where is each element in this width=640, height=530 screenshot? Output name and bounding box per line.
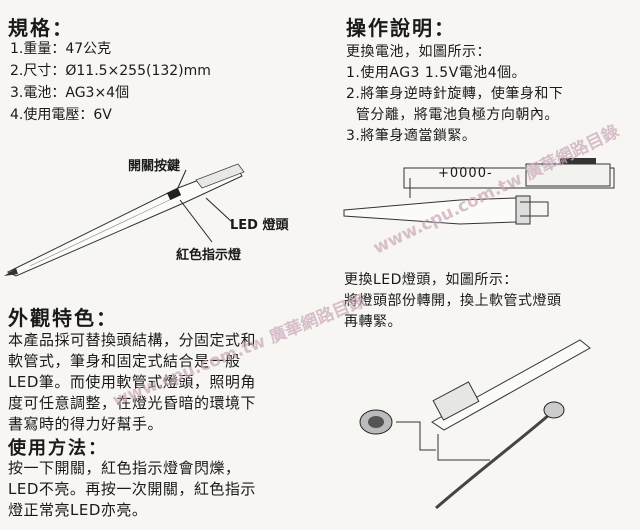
- text-line: 按一下開關，紅色指示燈會閃爍，: [8, 459, 241, 477]
- replace-led-text: 更換LED燈頭，如圖所示： 將燈頭部份轉開，換上軟管式燈頭 再轉緊。: [344, 270, 562, 333]
- led-pointer: [205, 197, 233, 223]
- appearance-text: 本產品採可替換頭結構，分固定式和 軟管式，筆身和固定式結合是一般 LED筆。而使…: [8, 330, 256, 435]
- spec-item: 1.重量：47公克: [10, 41, 112, 57]
- text-line: 軟管式，筆身和固定式結合是一般: [8, 352, 241, 370]
- text-line: 2.將筆身逆時針旋轉，使筆身和下: [346, 86, 564, 102]
- led-replace-diagram: [359, 339, 591, 510]
- text-line: 度可任意調整，在燈光昏暗的環境下: [8, 394, 257, 412]
- text-line: 書寫時的得力好幫手。: [8, 415, 164, 433]
- red-pointer: [179, 199, 213, 243]
- switch-pointer: [175, 169, 187, 193]
- battery-label: +0000-: [438, 166, 493, 181]
- text-line: LED筆。而使用軟管式燈頭，照明角: [8, 373, 256, 391]
- text-line: 燈正常亮LED亦亮。: [8, 501, 148, 519]
- led-label: LED 燈頭: [230, 218, 289, 233]
- switch-label: 開關按鍵: [128, 159, 181, 174]
- specs-title: 規格：: [8, 16, 74, 40]
- text-line: 將燈頭部份轉開，換上軟管式燈頭: [344, 293, 562, 309]
- usage-text: 按一下開關，紅色指示燈會閃爍， LED不亮。再按一次開關，紅色指示 燈正常亮LE…: [8, 458, 256, 521]
- text-line: LED不亮。再按一次開關，紅色指示: [8, 480, 256, 498]
- battery-diagram: [343, 158, 615, 225]
- text-line: 本產品採可替換頭結構，分固定式和: [8, 331, 257, 349]
- operation-title: 操作說明：: [346, 16, 456, 40]
- text-line: 更換電池，如圖所示：: [346, 44, 491, 60]
- operation-text: 更換電池，如圖所示： 1.使用AG3 1.5V電池4個。 2.將筆身逆時針旋轉，…: [346, 42, 563, 147]
- text-line: 管分離，將電池負極方向朝內。: [346, 107, 559, 123]
- specs-list: 1.重量：47公克 2.尺寸：Ø11.5×255(132)mm 3.電池：AG3…: [10, 38, 211, 126]
- spec-item: 4.使用電壓：6V: [10, 107, 112, 123]
- text-line: 更換LED燈頭，如圖所示：: [344, 272, 518, 288]
- spec-item: 2.尺寸：Ø11.5×255(132)mm: [10, 63, 211, 79]
- text-line: 1.使用AG3 1.5V電池4個。: [346, 65, 527, 81]
- appearance-title: 外觀特色：: [8, 306, 118, 330]
- text-line: 再轉緊。: [344, 314, 402, 330]
- spec-item: 3.電池：AG3×4個: [10, 85, 130, 101]
- text-line: 3.將筆身適當鎖緊。: [346, 128, 477, 144]
- usage-title: 使用方法：: [8, 438, 108, 459]
- pen-diagram: [4, 163, 245, 277]
- red-indicator-label: 紅色指示燈: [176, 248, 242, 263]
